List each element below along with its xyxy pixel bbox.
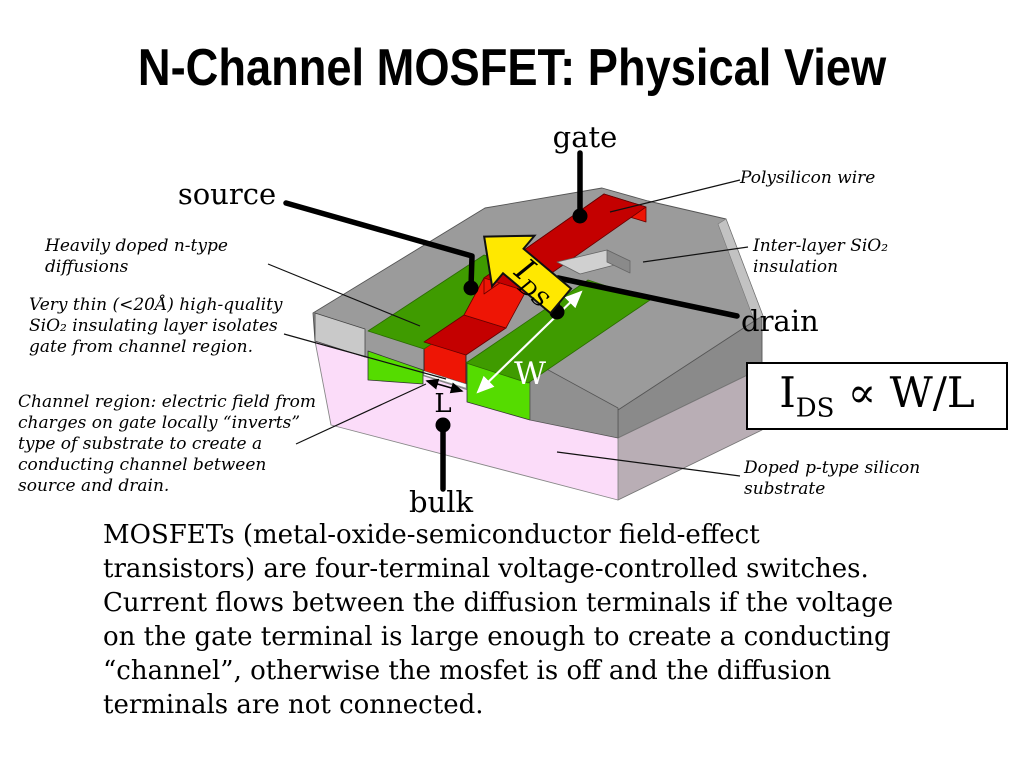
terminal-contacts bbox=[435, 208, 588, 433]
annotation-thin-oxide: Very thin (<20Å) high-quality SiO₂ insul… bbox=[29, 295, 283, 357]
slide-title: N-Channel MOSFET: Physical View bbox=[0, 38, 1024, 98]
leader-thin-oxide bbox=[283, 333, 447, 380]
length-label: L bbox=[434, 389, 451, 419]
drain-label: drain bbox=[741, 304, 819, 338]
annotation-substrate: Doped p-type silicon substrate bbox=[744, 458, 921, 499]
annotation-polysilicon: Polysilicon wire bbox=[740, 168, 876, 188]
source-label: source bbox=[178, 177, 276, 211]
annotation-channel-region: Channel region: electric field from char… bbox=[18, 392, 317, 496]
leader-substrate bbox=[556, 451, 741, 477]
source-diffusion-cut-face bbox=[367, 350, 424, 385]
body-paragraph: MOSFETs (metal-oxide-semiconductor field… bbox=[103, 520, 894, 720]
gate-label: gate bbox=[553, 120, 618, 154]
mosfet-3d-view bbox=[312, 187, 764, 501]
formula-text: IDS ∝ W/L bbox=[779, 368, 975, 424]
leader-polysilicon bbox=[609, 179, 741, 213]
bulk-contact-dot bbox=[435, 417, 451, 433]
gate-contact-dot bbox=[572, 208, 588, 224]
formula-box: IDS ∝ W/L bbox=[746, 362, 1008, 430]
leader-lines bbox=[267, 179, 749, 477]
source-terminal-wire bbox=[283, 200, 475, 290]
ids-arrow-shape bbox=[482, 234, 573, 315]
leader-channel-region bbox=[295, 383, 427, 445]
width-arrow bbox=[476, 290, 583, 394]
width-label: W bbox=[514, 356, 546, 392]
annotation-interlayer: Inter-layer SiO₂ insulation bbox=[753, 236, 889, 277]
oxide-notch-wall bbox=[606, 249, 631, 274]
bulk-label: bulk bbox=[409, 485, 474, 519]
oxide-top-right-edge bbox=[717, 218, 764, 321]
slide-title-text: N-Channel MOSFET: Physical View bbox=[137, 39, 887, 97]
annotation-heavily-doped: Heavily doped n-type diffusions bbox=[45, 236, 228, 277]
dimension-annotations: W L bbox=[425, 290, 583, 419]
leader-heavily-doped bbox=[267, 263, 421, 327]
leader-interlayer bbox=[642, 246, 749, 263]
current-direction-arrow: IDS bbox=[482, 234, 573, 315]
length-arrow bbox=[425, 378, 464, 394]
source-contact-dot bbox=[463, 280, 479, 296]
